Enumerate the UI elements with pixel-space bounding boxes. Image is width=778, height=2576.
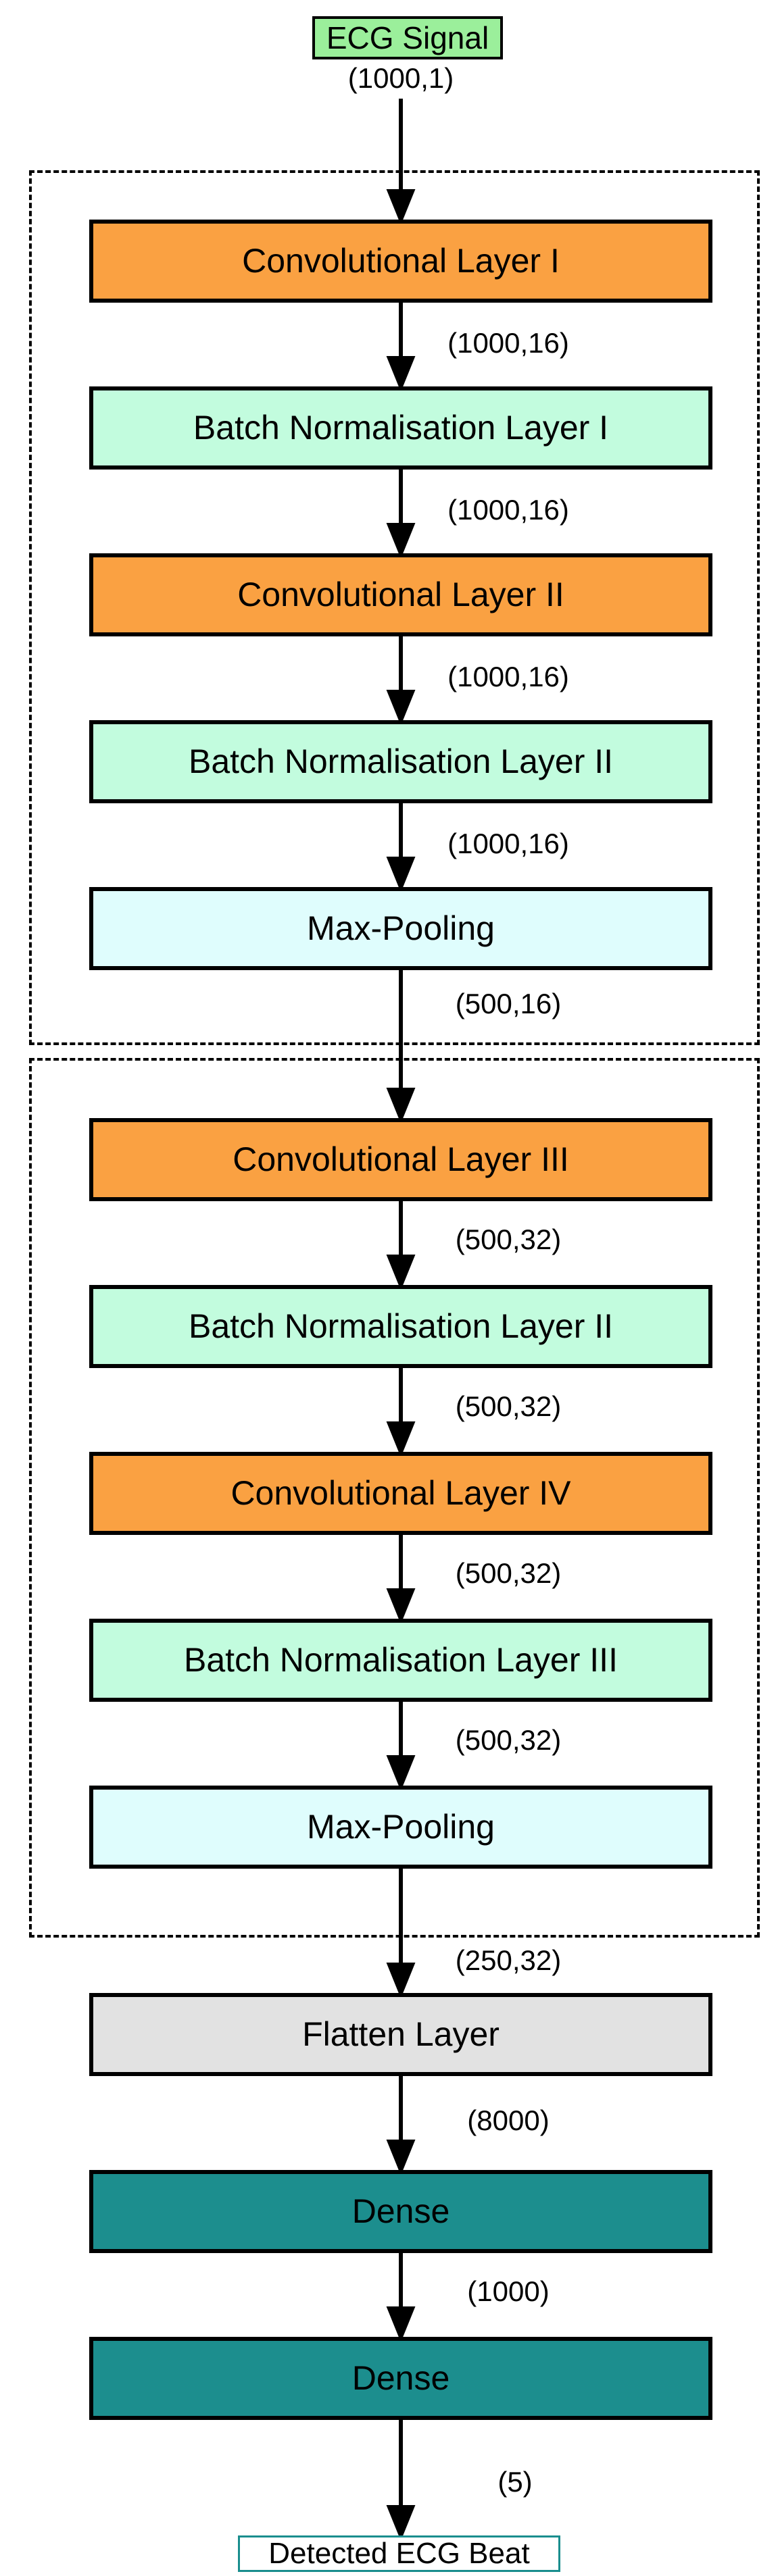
edge-label-conv3-out: (500,32) (455, 1223, 562, 1255)
conv-block-1-group (29, 170, 760, 1045)
edge-label-bn2-out: (1000,16) (447, 828, 569, 859)
node-batch-norm-3: Batch Normalisation Layer II (89, 1285, 712, 1368)
edge-label-input-shape: (1000,1) (347, 62, 454, 94)
edge-label-conv4-out: (500,32) (455, 1557, 562, 1589)
node-dense-1: Dense (89, 2170, 712, 2253)
node-max-pooling-1: Max-Pooling (89, 887, 712, 970)
edge-label-conv1-out: (1000,16) (447, 327, 569, 359)
node-max-pooling-2: Max-Pooling (89, 1786, 712, 1869)
node-dense-2: Dense (89, 2337, 712, 2420)
node-conv-layer-4: Convolutional Layer IV (89, 1452, 712, 1535)
edge-label-bn3-out: (500,32) (455, 1390, 562, 1422)
node-batch-norm-2: Batch Normalisation Layer II (89, 720, 712, 803)
arrowhead-dense2-to-output (386, 2505, 416, 2541)
node-conv-layer-3: Convolutional Layer III (89, 1118, 712, 1201)
node-batch-norm-4: Batch Normalisation Layer III (89, 1619, 712, 1702)
node-batch-norm-1: Batch Normalisation Layer I (89, 386, 712, 470)
arrowhead-flatten-to-dense1 (386, 2140, 416, 2175)
arrowhead-dense1-to-dense2 (386, 2306, 416, 2342)
node-ecg-signal: ECG Signal (312, 16, 503, 59)
edge-label-dense1-out: (1000) (467, 2275, 550, 2307)
edge-label-bn1-out: (1000,16) (447, 494, 569, 526)
node-conv-layer-1: Convolutional Layer I (89, 220, 712, 303)
edge-label-dense2-out: (5) (497, 2466, 533, 2498)
edge-label-conv2-out: (1000,16) (447, 661, 569, 692)
node-conv-layer-2: Convolutional Layer II (89, 553, 712, 636)
edge-label-maxpool1-out: (500,16) (455, 988, 562, 1019)
edge-label-flatten-out: (8000) (467, 2104, 550, 2136)
arrowhead-maxpool2-to-flatten (386, 1963, 416, 1998)
node-detected-ecg-beat: Detected ECG Beat (238, 2535, 560, 2572)
conv-block-2-group (29, 1058, 760, 1938)
edge-label-bn4-out: (500,32) (455, 1724, 562, 1756)
node-flatten-layer: Flatten Layer (89, 1993, 712, 2076)
edge-label-maxpool2-out: (250,32) (455, 1944, 562, 1976)
